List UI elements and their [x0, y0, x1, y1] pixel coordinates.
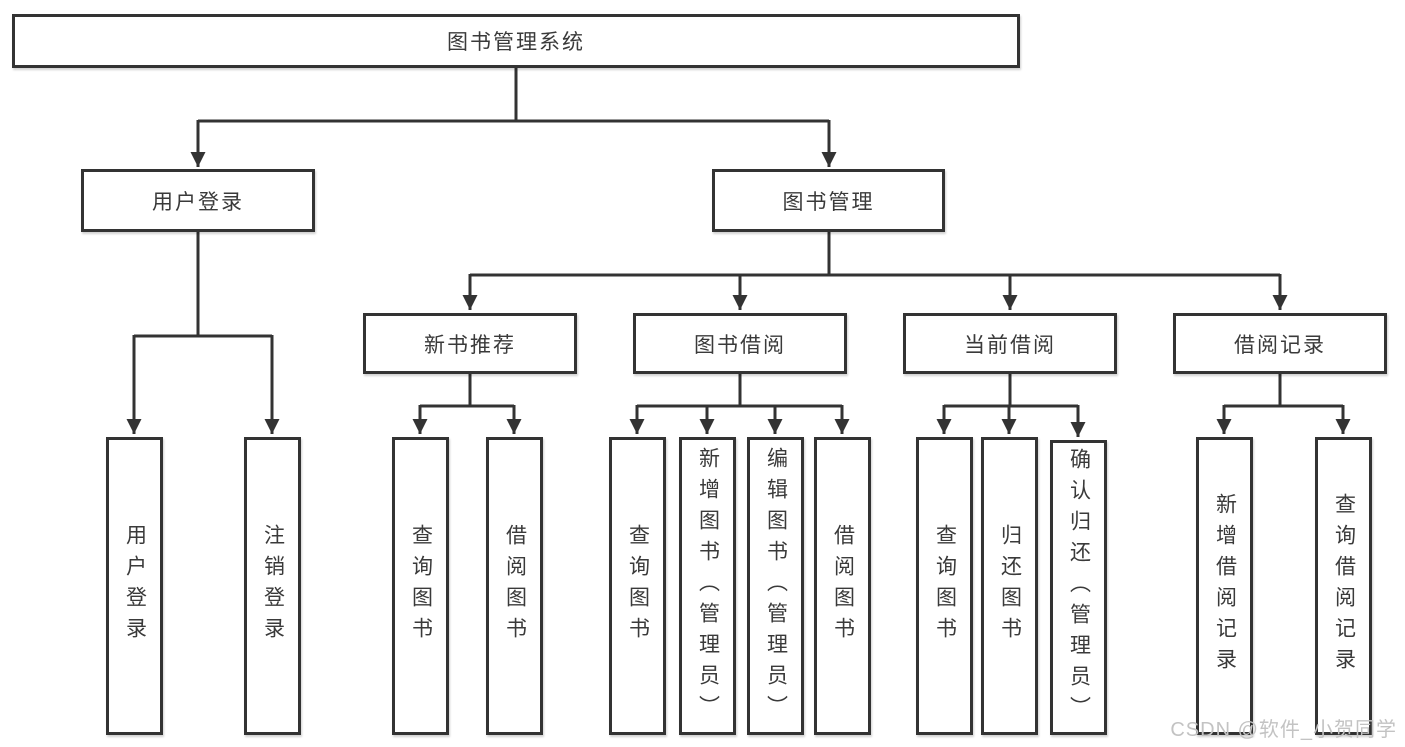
- node-borrow-records: 借阅记录: [1173, 313, 1387, 374]
- leaf-query-books-newbooks: 查询图书: [392, 437, 449, 735]
- node-current-borrowing: 当前借阅: [903, 313, 1117, 374]
- leaf-user-login: 用户登录: [106, 437, 163, 735]
- node-book-management: 图书管理: [712, 169, 945, 232]
- leaf-borrow-books-newbooks: 借阅图书: [486, 437, 543, 735]
- leaf-logout: 注销登录: [244, 437, 301, 735]
- node-new-book-recommend: 新书推荐: [363, 313, 577, 374]
- node-root-library-system: 图书管理系统: [12, 14, 1020, 68]
- leaf-query-books-current: 查询图书: [916, 437, 973, 735]
- leaf-query-books-borrowing: 查询图书: [609, 437, 666, 735]
- leaf-borrow-books-borrowing: 借阅图书: [814, 437, 871, 735]
- node-book-borrowing: 图书借阅: [633, 313, 847, 374]
- node-user-login: 用户登录: [81, 169, 315, 232]
- leaf-return-books: 归还图书: [981, 437, 1038, 735]
- leaf-query-borrow-record: 查询借阅记录: [1315, 437, 1372, 735]
- csdn-watermark: CSDN @软件_小贺同学: [1170, 719, 1397, 741]
- leaf-add-books-admin: 新增图书（管理员）: [679, 437, 736, 735]
- leaf-add-borrow-record: 新增借阅记录: [1196, 437, 1253, 735]
- leaf-edit-books-admin: 编辑图书（管理员）: [747, 437, 804, 735]
- leaf-confirm-return-admin: 确认归还（管理员）: [1050, 440, 1107, 735]
